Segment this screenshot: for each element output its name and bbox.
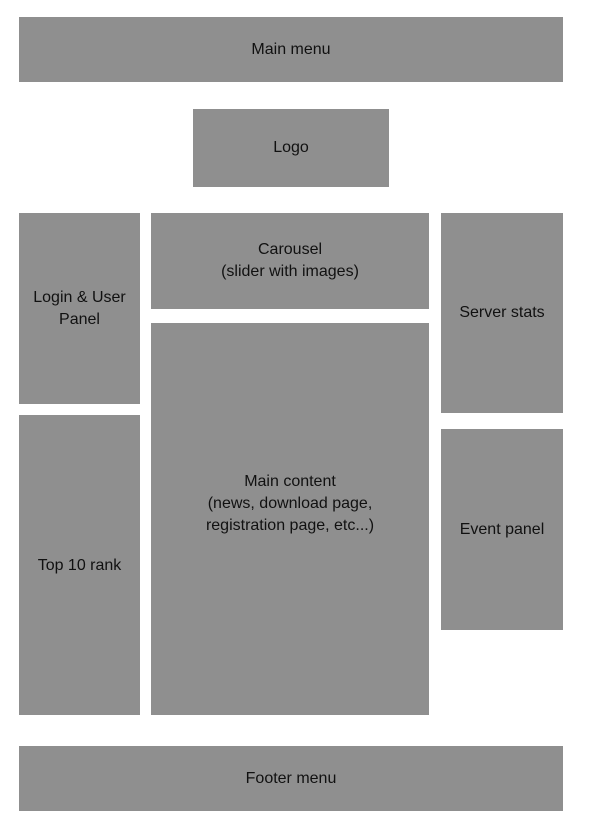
main-menu-block: Main menu: [19, 17, 563, 82]
event-panel-block: Event panel: [441, 429, 563, 630]
carousel-block: Carousel (slider with images): [151, 213, 429, 309]
server-stats-block: Server stats: [441, 213, 563, 413]
footer-menu-label: Footer menu: [245, 769, 337, 787]
main-content-label: Main content (news, download page, regis…: [205, 473, 375, 534]
logo-label: Logo: [273, 139, 309, 156]
carousel-label: Carousel (slider with images): [221, 241, 359, 280]
main-content-block: Main content (news, download page, regis…: [151, 323, 429, 715]
login-user-panel-label: Login & User Panel: [33, 288, 126, 328]
server-stats-label: Server stats: [459, 304, 545, 321]
event-panel-label: Event panel: [459, 520, 545, 538]
login-user-panel-block: Login & User Panel: [19, 213, 140, 404]
top-10-rank-block: Top 10 rank: [19, 415, 140, 715]
footer-menu-block: Footer menu: [19, 746, 563, 811]
main-menu-label: Main menu: [251, 40, 331, 58]
logo-block: Logo: [193, 109, 389, 187]
top-10-rank-label: Top 10 rank: [37, 557, 122, 574]
